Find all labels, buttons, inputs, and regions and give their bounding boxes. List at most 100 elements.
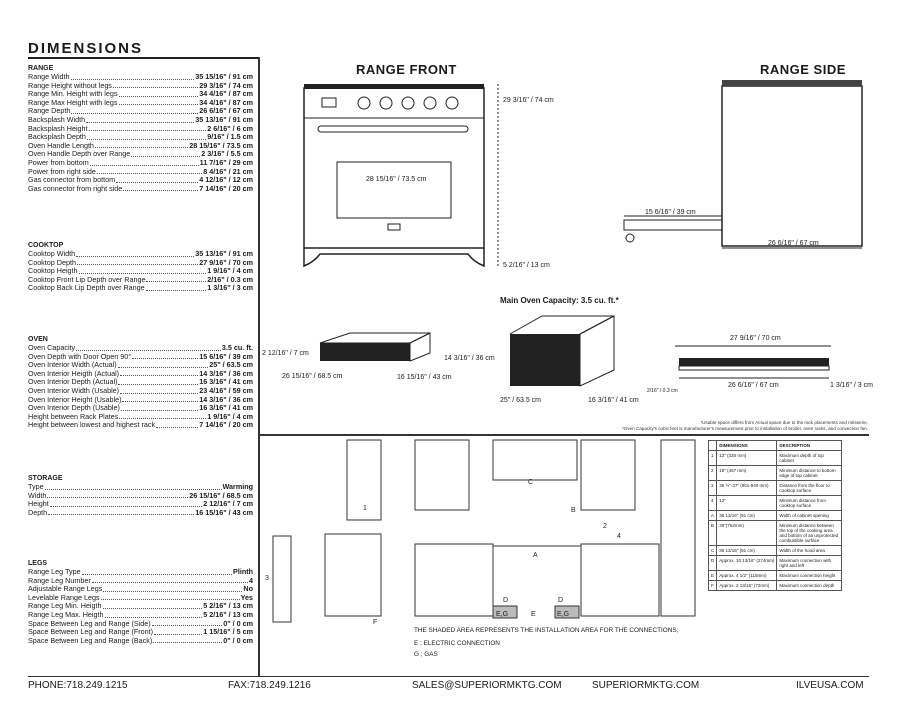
table-cell: A [707, 510, 718, 521]
oven-cavity-drawing [509, 315, 615, 387]
spec-value: 9/16" / 1.5 cm [207, 132, 253, 142]
table-cell: 2 [707, 465, 718, 481]
leader-dots [122, 396, 199, 403]
spec-value: 16 3/16" / 41 cm [199, 403, 253, 413]
spec-label: Oven Capacity [28, 343, 76, 352]
spec-label: Oven Interior Height (Usable) [28, 394, 122, 404]
leader-dots [48, 509, 195, 516]
spec-label: Oven Interior Depth (Actual) [28, 377, 118, 387]
storage-heading: STORAGE [28, 475, 63, 482]
display-panel [321, 97, 337, 108]
cavity-side [579, 315, 615, 387]
legend-electric: E ; ELECTRIC CONNECTION [414, 640, 500, 647]
table-cell: 30"(762mm) [716, 520, 778, 546]
table-cell: Width of cabinet opening [776, 510, 843, 521]
spec-value: 0" / 0 cm [223, 618, 253, 628]
leader-dots [89, 159, 199, 166]
footer-rule [28, 676, 869, 677]
footer-phone: PHONE:718.249.1215 [28, 680, 128, 691]
leader-dots [71, 107, 199, 114]
spec-label: Cooktop Heigth [28, 266, 78, 276]
drawer-h-label: 2 12/16" / 7 cm [262, 350, 309, 357]
spec-label: Oven Interior Width (Usable) [28, 385, 120, 395]
spec-value: 4 [249, 575, 253, 585]
leader-dots [153, 637, 223, 644]
leader-dots [76, 259, 199, 266]
spec-value: 11 7/16" / 29 cm [199, 157, 253, 167]
table-cell: 1 [707, 450, 718, 466]
table-cell: F [707, 580, 718, 591]
table-cell: Minimum distance to bottom edge of top c… [776, 465, 843, 481]
table-cell: Maximum depth of top cabinet [776, 450, 843, 466]
table-cell: Maximum connection depth [776, 580, 843, 591]
table-cell: 35 ½"-37" (901-940 mm) [716, 480, 778, 496]
cavity-back [510, 334, 580, 386]
leader-dots [94, 142, 189, 149]
spec-value: Yes [240, 592, 253, 602]
knobs [357, 96, 459, 110]
top-back-label: 1 3/16" / 3 cm [830, 382, 873, 389]
leader-dots [104, 611, 203, 618]
spec-value: 34 4/16" / 87 cm [199, 97, 253, 107]
leader-dots [44, 483, 222, 490]
front-leg-label: 5 2/16" / 13 cm [503, 262, 550, 269]
spec-value: 0" / 0 cm [223, 635, 253, 645]
marker-c: C [528, 479, 533, 486]
footer-site[interactable]: SUPERIORMKTG.COM [592, 680, 700, 691]
spec-label: Range Leg Max. Heigth [28, 609, 104, 619]
drawer-d-label: 16 15/16" / 43 cm [397, 374, 452, 381]
spec-value: 25" / 63.5 cm [209, 360, 253, 370]
spec-value: 16 3/16" / 41 cm [199, 377, 253, 387]
side-cooktop [722, 80, 862, 86]
spec-value: 35 13/16" / 91 cm [195, 249, 253, 258]
table-cell: Minimum distance from cooktop surface [776, 495, 843, 511]
table-cell: 3 [707, 480, 718, 496]
spec-label: Gas connector from right side [28, 183, 123, 193]
spec-value: Plinth [233, 567, 253, 576]
spec-label: Oven Depth with Door Open 90° [28, 351, 132, 361]
spec-value: 5 2/16" / 13 cm [203, 601, 253, 611]
cooktop-body [678, 365, 830, 371]
spec-label: Oven Interior Depth (Usable) [28, 403, 120, 413]
leader-dots [123, 185, 199, 192]
capacity-note: *Oven Capacity's cubic feet is manufactu… [621, 426, 868, 431]
table-cell: Approx. 4 1/2" (115mm) [716, 570, 778, 581]
range-front-drawing [303, 84, 499, 268]
spec-value: 8 4/16" / 21 cm [203, 166, 253, 176]
leader-dots [96, 168, 203, 175]
left-top-cabinet [414, 439, 470, 511]
right-top-cabinet [580, 439, 636, 511]
footer-email[interactable]: SALES@SUPERIORMKTG.COM [412, 680, 562, 691]
leader-dots [86, 133, 207, 140]
leader-dots [100, 594, 240, 601]
spec-row: Oven Interior Heigth (Actual)14 3/16" / … [28, 369, 253, 379]
right-base-cabinet [580, 543, 660, 617]
spec-label: Cooktop Width [28, 249, 76, 258]
spec-row: Oven Interior Width (Actual)25" / 63.5 c… [28, 361, 253, 370]
spec-value: 1 9/16" / 4 cm [207, 266, 253, 276]
range-side-title: RANGE SIDE [760, 62, 846, 77]
installation-drawing: C B A D D E E,G E,G F 1 2 3 4 [265, 439, 696, 626]
spec-label: Range Width [28, 72, 70, 81]
footer-site-ilve[interactable]: ILVEUSA.COM [796, 680, 864, 691]
spec-value: 4 12/16" / 12 cm [199, 175, 253, 185]
